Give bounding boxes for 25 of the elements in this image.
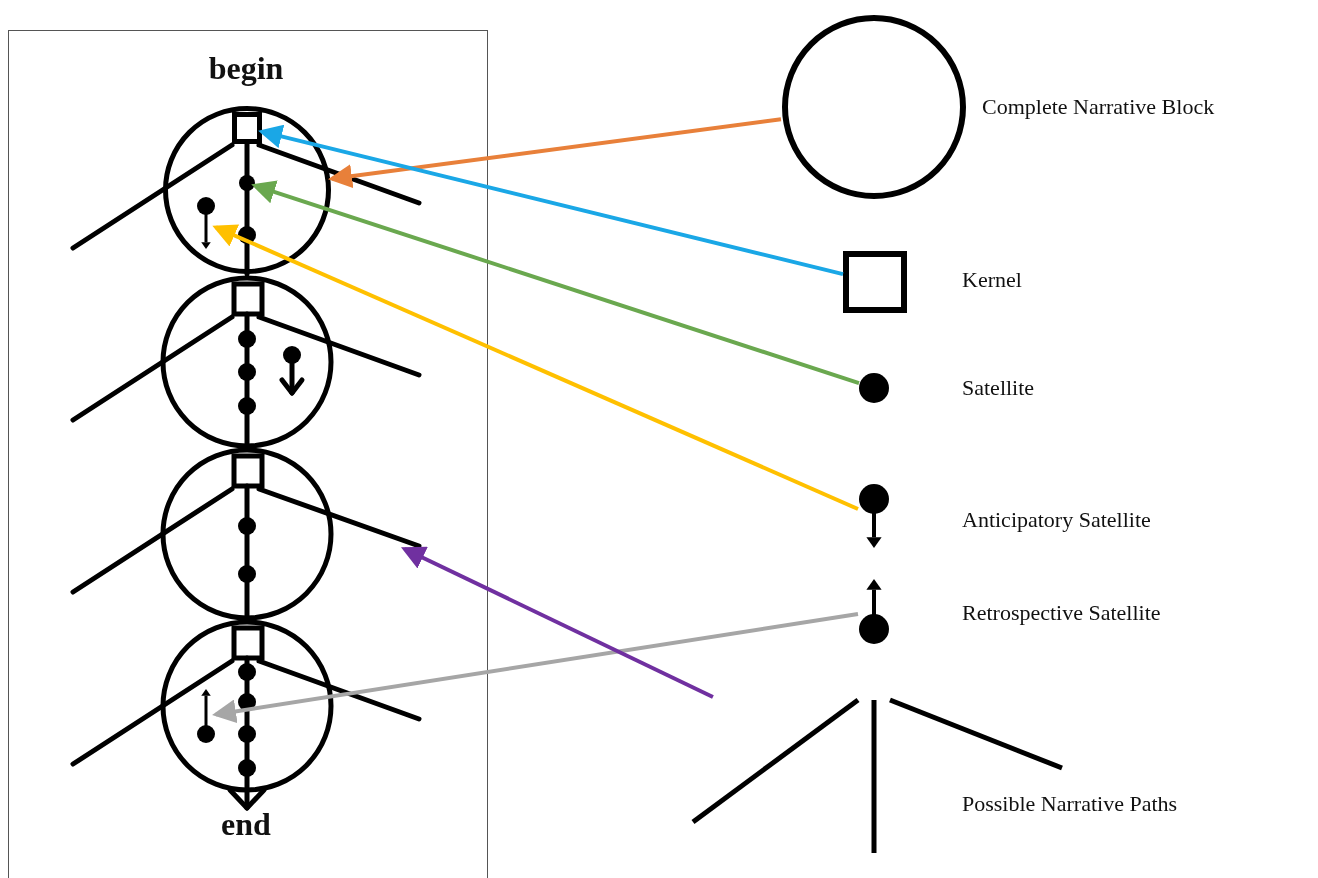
symbol-label: Complete Narrative Block (982, 94, 1215, 120)
narrative-path-line (256, 486, 422, 549)
kernel-square (843, 251, 907, 313)
retrospective-satellite-icon (858, 578, 890, 645)
begin-label: begin (208, 50, 284, 87)
symbol-label: Satellite (962, 375, 1035, 401)
retrospective-satellite-icon (196, 688, 216, 744)
anticipatory-satellite-icon (858, 483, 890, 549)
narrative-block-circle (781, 14, 967, 200)
symbol-label: Retrospective Satellite (962, 600, 1161, 626)
arrow (401, 546, 714, 699)
symbol-label: Anticipatory Satellite (962, 507, 1151, 533)
symbol-label: Kernel (962, 267, 1022, 293)
arrow (328, 117, 782, 188)
anticipatory-satellite-icon (196, 196, 216, 250)
symbol-label: Possible Narrative Paths (962, 791, 1178, 817)
arrow (258, 124, 844, 277)
arrow (251, 180, 860, 385)
arrow (212, 224, 859, 511)
arrow (212, 612, 859, 724)
narrative-block-circle (162, 105, 332, 275)
satellite-dot (859, 373, 889, 403)
end-label: end (221, 806, 271, 843)
kernel-square (232, 112, 262, 144)
satellite-dot (239, 175, 255, 191)
